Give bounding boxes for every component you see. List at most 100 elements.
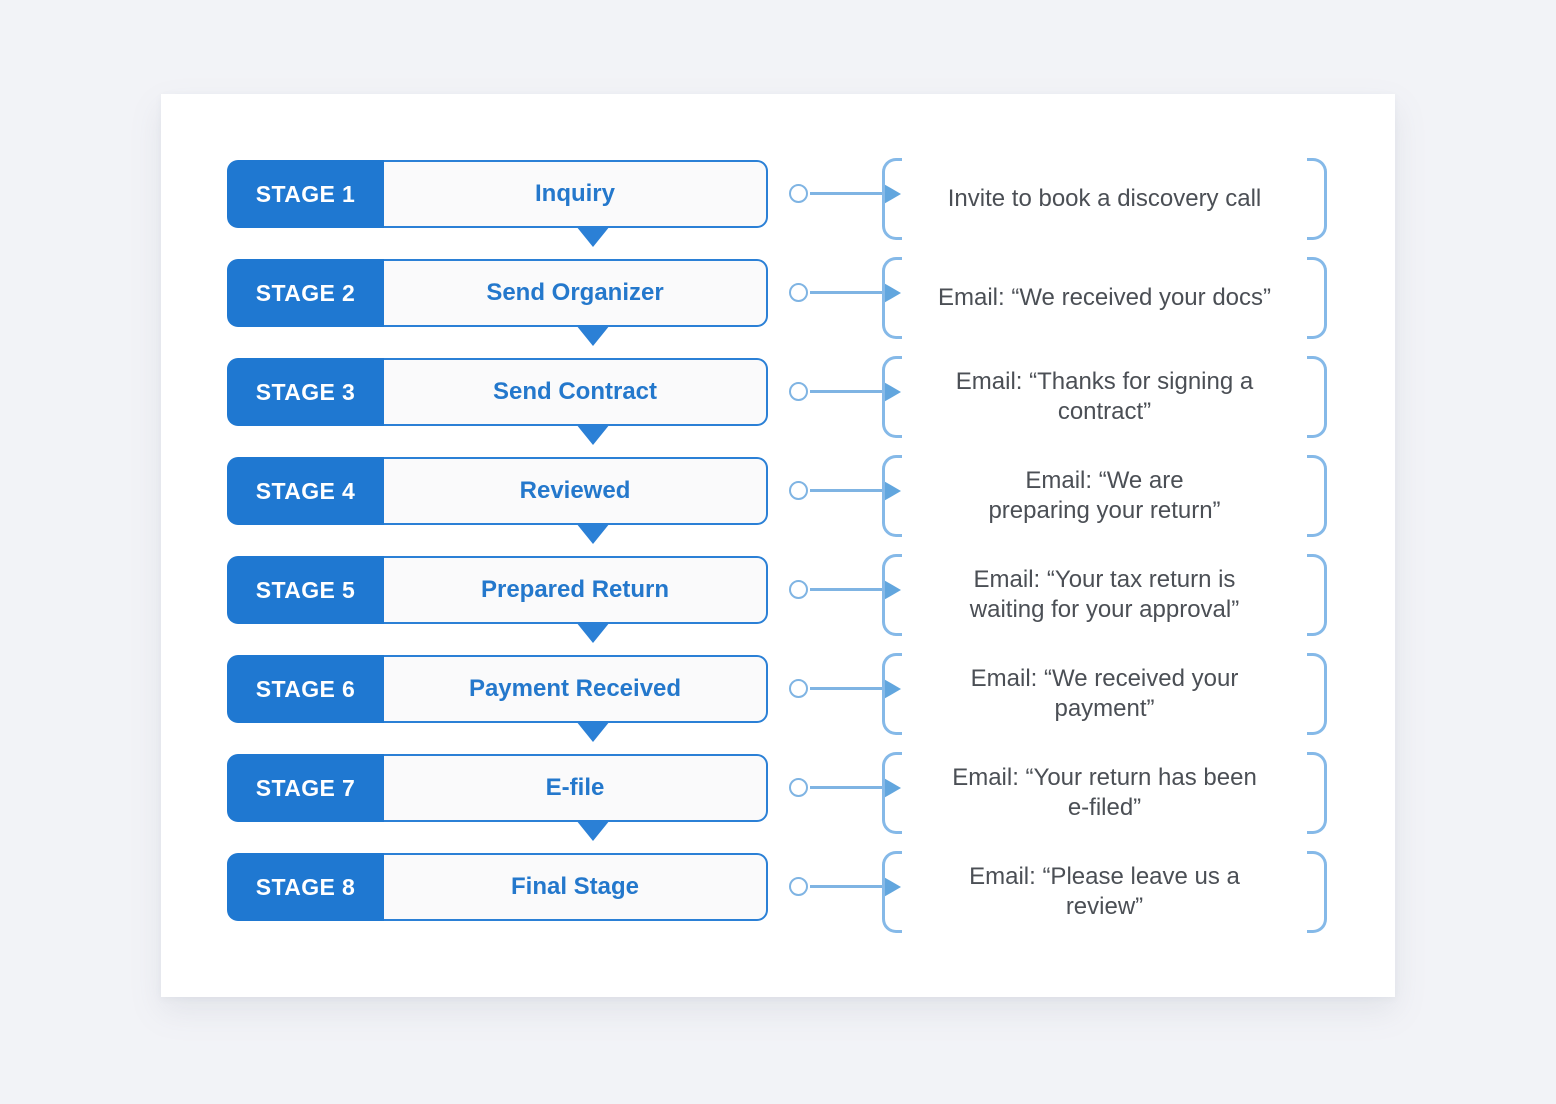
arrow-down-icon [576, 622, 610, 643]
stage-number-label: STAGE 3 [227, 358, 384, 426]
note-text: Email: “Please leave us a review” [969, 862, 1240, 920]
stage-connector [789, 282, 1126, 304]
bracket-left-icon [882, 356, 902, 438]
circle-icon [789, 877, 808, 896]
bracket-right-icon [1307, 158, 1327, 240]
circle-icon [789, 580, 808, 599]
arrow-right-icon [882, 282, 901, 304]
note-bracket-group: Email: “Please leave us a review” [882, 851, 1327, 933]
bracket-left-icon [882, 554, 902, 636]
bracket-right-icon [1307, 257, 1327, 339]
arrow-down-icon [576, 523, 610, 544]
connector-line [810, 291, 884, 294]
connector-line [810, 786, 884, 789]
note-text: Email: “We are preparing your return” [988, 466, 1221, 524]
stage-number-label: STAGE 5 [227, 556, 384, 624]
bracket-right-icon [1307, 752, 1327, 834]
note-bracket-group: Invite to book a discovery call [882, 158, 1327, 240]
note-text: Invite to book a discovery call [947, 184, 1262, 212]
circle-icon [789, 184, 808, 203]
stage-name-label: Final Stage [384, 853, 768, 921]
note-bracket-group: Email: “Thanks for signing a contract” [882, 356, 1327, 438]
arrow-right-icon [882, 480, 901, 502]
stage-name-label: Payment Received [384, 655, 768, 723]
arrow-down-icon [576, 226, 610, 247]
connector-line [810, 192, 884, 195]
bracket-right-icon [1307, 851, 1327, 933]
arrow-down-icon [576, 721, 610, 742]
stage-connector [789, 579, 1126, 601]
stage-number-label: STAGE 6 [227, 655, 384, 723]
stage-number-label: STAGE 8 [227, 853, 384, 921]
circle-icon [789, 481, 808, 500]
bracket-left-icon [882, 257, 902, 339]
arrow-right-icon [882, 876, 901, 898]
note-text: Email: “We received your docs” [938, 283, 1271, 311]
bracket-left-icon [882, 455, 902, 537]
note-text: Email: “Your return has been e-filed” [952, 763, 1257, 821]
bracket-right-icon [1307, 554, 1327, 636]
circle-icon [789, 679, 808, 698]
note-bracket-group: Email: “We received your docs” [882, 257, 1327, 339]
note-text: Email: “We received your payment” [970, 664, 1239, 722]
arrow-right-icon [882, 678, 901, 700]
content-card [161, 94, 1395, 997]
circle-icon [789, 283, 808, 302]
note-bracket-group: Email: “Your tax return is waiting for y… [882, 554, 1327, 636]
stage-connector [789, 678, 1126, 700]
bracket-left-icon [882, 851, 902, 933]
stage-connector [789, 876, 1126, 898]
bracket-left-icon [882, 653, 902, 735]
arrow-down-icon [576, 325, 610, 346]
stage-name-label: Reviewed [384, 457, 768, 525]
stage-name-label: Send Organizer [384, 259, 768, 327]
bracket-left-icon [882, 158, 902, 240]
stage-name-label: Prepared Return [384, 556, 768, 624]
stage-connector [789, 183, 1126, 205]
arrow-down-icon [576, 820, 610, 841]
connector-line [810, 489, 884, 492]
stage-number-label: STAGE 4 [227, 457, 384, 525]
bracket-right-icon [1307, 356, 1327, 438]
stage-connector [789, 381, 1126, 403]
stage-number-label: STAGE 1 [227, 160, 384, 228]
note-bracket-group: Email: “We received your payment” [882, 653, 1327, 735]
stage-name-label: Send Contract [384, 358, 768, 426]
stage-name-label: E-file [384, 754, 768, 822]
connector-line [810, 687, 884, 690]
stage-name-label: Inquiry [384, 160, 768, 228]
note-bracket-group: Email: “We are preparing your return” [882, 455, 1327, 537]
arrow-right-icon [882, 777, 901, 799]
bracket-right-icon [1307, 455, 1327, 537]
bracket-right-icon [1307, 653, 1327, 735]
note-text: Email: “Thanks for signing a contract” [955, 367, 1254, 425]
note-bracket-group: Email: “Your return has been e-filed” [882, 752, 1327, 834]
circle-icon [789, 778, 808, 797]
connector-line [810, 390, 884, 393]
stage-number-label: STAGE 2 [227, 259, 384, 327]
note-text: Email: “Your tax return is waiting for y… [969, 565, 1240, 623]
arrow-down-icon [576, 424, 610, 445]
bracket-left-icon [882, 752, 902, 834]
connector-line [810, 885, 884, 888]
connector-line [810, 588, 884, 591]
circle-icon [789, 382, 808, 401]
arrow-right-icon [882, 183, 901, 205]
